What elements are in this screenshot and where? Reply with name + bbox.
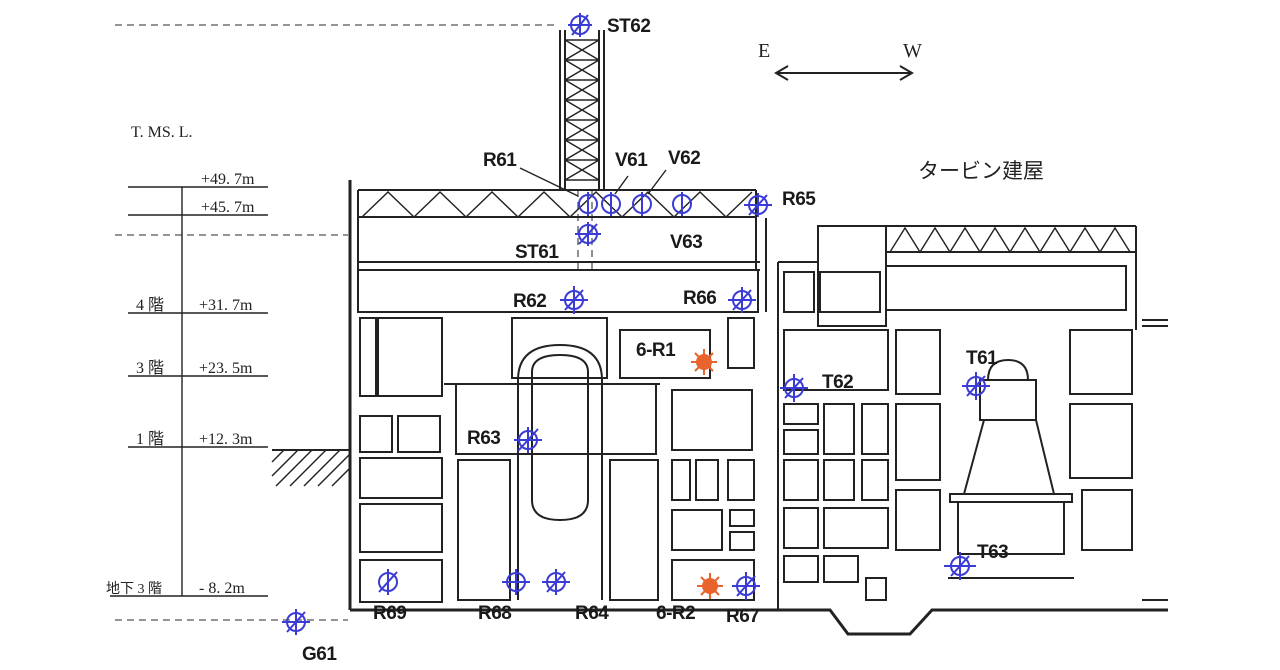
sensor-R62 xyxy=(560,286,588,314)
sensor-label: R63 xyxy=(467,428,500,449)
sensor-label: V61 xyxy=(615,150,648,171)
sensor-T62 xyxy=(780,374,808,402)
sensor-G61 xyxy=(282,609,310,635)
sensor-label: R67 xyxy=(726,606,759,627)
sensor-R66 xyxy=(728,287,756,313)
level-floor: 1 階 xyxy=(136,430,164,448)
turbine-dome xyxy=(986,358,1030,381)
sensor-T61 xyxy=(962,372,990,400)
sensor-label: T61 xyxy=(966,348,998,369)
level-elev: +45. 7m xyxy=(201,199,255,216)
sensor-label: V63 xyxy=(670,232,702,253)
reactor-containment xyxy=(517,343,603,600)
sensor-R63 xyxy=(514,427,542,453)
sensor-label: R68 xyxy=(478,603,511,624)
sensor-R61 xyxy=(578,192,598,216)
sensor-V62 xyxy=(632,192,652,216)
sensor-label: T62 xyxy=(822,372,853,393)
level-floor: 地下 3 階 xyxy=(106,581,162,597)
level-floor: 3 階 xyxy=(136,359,164,377)
sensor-label: 6-R2 xyxy=(656,603,695,624)
reactor-building xyxy=(348,180,778,612)
sensor-V63 xyxy=(672,192,692,216)
sensor-label: R69 xyxy=(373,603,406,624)
level-elev: +12. 3m xyxy=(199,431,253,448)
sensor-ST61 xyxy=(575,222,601,246)
sensor-layer: ST62 R61 V61 V62 V63 R65 xyxy=(282,13,1009,665)
ground-hatch xyxy=(271,449,351,487)
direction-east-label: E xyxy=(758,40,770,62)
sensor-label: R62 xyxy=(513,291,546,312)
turbine-building xyxy=(777,225,1168,636)
sensor-label: ST62 xyxy=(607,16,650,37)
sensor-R69 xyxy=(378,569,398,595)
sensor-label: T63 xyxy=(977,542,1008,563)
sensor-label: G61 xyxy=(302,644,337,665)
level-floor: 4 階 xyxy=(136,296,164,314)
elevation-scale: T. MS. L. +49. 7m +45. 7m 4 階 +31. 7m 3 … xyxy=(106,124,268,597)
turbine-building-label: タービン建屋 xyxy=(918,160,1044,183)
sensor-label: R66 xyxy=(683,288,716,309)
sensor-label: R64 xyxy=(575,603,609,624)
sensor-R64 xyxy=(542,569,570,595)
level-elev: - 8. 2m xyxy=(199,580,245,597)
sensor-label: 6-R1 xyxy=(636,340,676,361)
sensor-label: V62 xyxy=(668,148,700,169)
sensor-R65 xyxy=(744,193,772,217)
sensor-V61 xyxy=(601,192,621,216)
exhaust-stack xyxy=(559,30,605,300)
sensor-R67 xyxy=(732,572,760,600)
level-elev: +31. 7m xyxy=(199,297,253,314)
direction-west-label: W xyxy=(903,40,922,62)
level-elev: +23. 5m xyxy=(199,360,253,377)
sensor-label: R65 xyxy=(782,189,816,210)
sensor-T63 xyxy=(944,552,976,580)
reactor-vessel xyxy=(531,353,589,522)
sensor-6-R2 xyxy=(697,573,723,599)
sensor-R68 xyxy=(502,569,530,595)
sensor-ST62 xyxy=(568,13,592,37)
elevation-header: T. MS. L. xyxy=(131,124,192,141)
direction-indicator: E W xyxy=(758,40,922,81)
sensor-label: ST61 xyxy=(515,242,559,263)
condenser xyxy=(962,419,1056,495)
sensor-6-R1 xyxy=(691,349,717,375)
sensor-label: R61 xyxy=(483,150,517,171)
level-elev: +49. 7m xyxy=(201,171,255,188)
